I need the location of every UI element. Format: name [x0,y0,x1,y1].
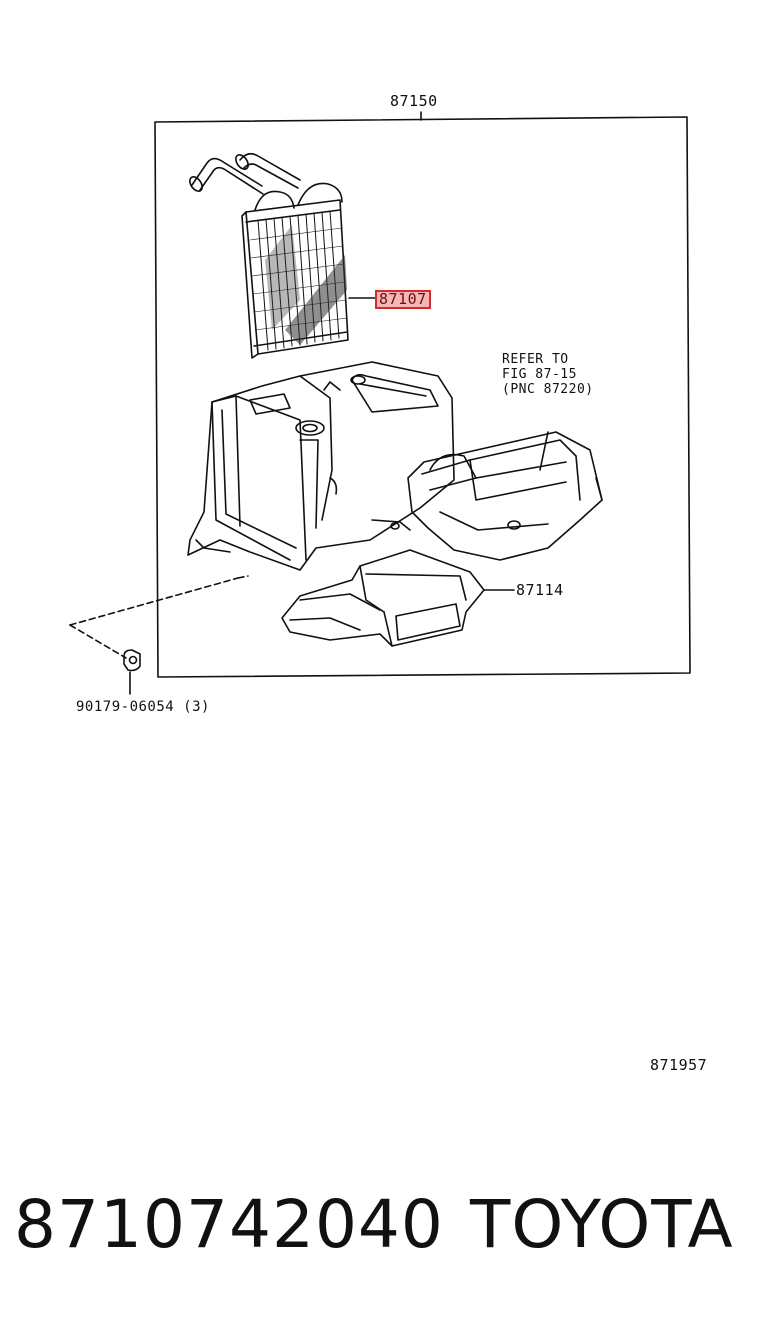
fastener-part-number: 90179-06054 [76,699,175,715]
air-duct-drawing [281,549,515,647]
assembly-part-number: 87150 [390,92,438,110]
clip-fastener-drawing [69,575,249,695]
exploded-parts-diagram [69,111,691,695]
figure-code: 871957 [650,1056,708,1074]
heater-core-drawing [189,152,376,359]
part-number-caption: 8710742040 [14,1186,444,1263]
footer-caption: 8710742040 TOYOTA [0,1186,760,1276]
refer-note-line: REFER TO [502,352,569,367]
brand-caption: TOYOTA [470,1186,734,1263]
air-duct-part-number: 87114 [516,581,564,599]
fastener-callout: 90179-06054 (3) [76,699,210,715]
refer-note-line: FIG 87-15 [502,367,577,382]
heater-core-part-number[interactable]: 87107 [375,290,431,309]
fastener-quantity: (3) [183,699,210,715]
refer-note-line: (PNC 87220) [502,382,594,397]
blower-duct-drawing [407,431,603,561]
heater-case-drawing [187,361,455,571]
assembly-frame [154,111,691,678]
